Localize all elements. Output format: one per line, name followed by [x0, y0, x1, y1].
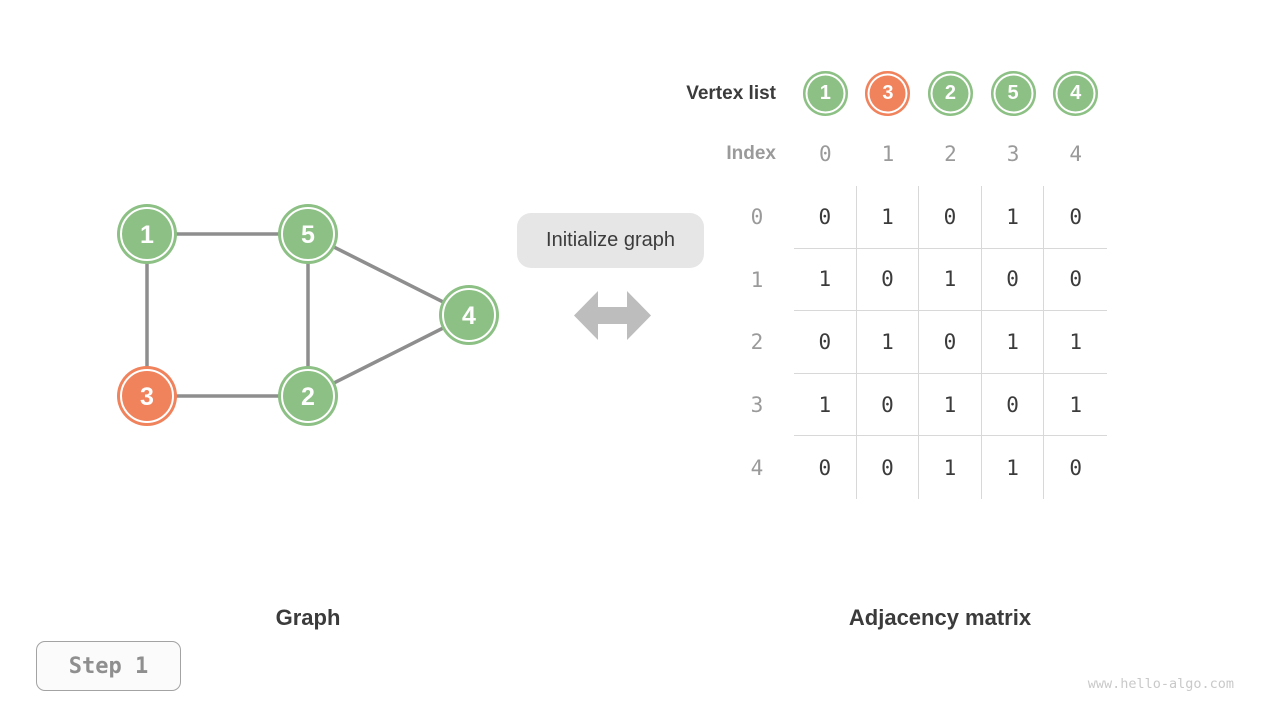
node-inner-ring [281, 369, 335, 423]
matrix-cell-0-0: 0 [794, 186, 857, 249]
graph-node-1: 1 [117, 204, 177, 264]
graph-node-5: 5 [278, 204, 338, 264]
graph-edge-2-4 [307, 313, 470, 398]
matrix-cell-4-0: 0 [794, 436, 857, 499]
matrix-cell-2-2: 0 [919, 311, 982, 374]
node-fill [278, 366, 338, 426]
node-label: 1 [140, 221, 154, 249]
vertex-circle-3: 3 [865, 70, 911, 116]
matrix-row-label: 4 [750, 455, 764, 480]
node-fill [117, 204, 177, 264]
matrix-row-label: 2 [750, 330, 764, 355]
index-value: 0 [818, 142, 832, 166]
index-row: 0 1 2 3 4 [794, 140, 1107, 168]
node-label: 5 [301, 221, 315, 249]
matrix-cell-4-1: 0 [857, 436, 920, 499]
step-badge: Step 1 [36, 641, 181, 691]
matrix-cell-2-4: 1 [1044, 311, 1107, 374]
matrix-cell-1-2: 1 [919, 248, 982, 312]
node-inner-ring [281, 207, 335, 261]
matrix-cell-3-3: 0 [981, 373, 1045, 437]
index-value: 1 [881, 142, 895, 166]
graph-caption: Graph [275, 605, 341, 630]
matrix-row-label: 3 [750, 393, 764, 418]
vertex-list-slot: 5 [982, 70, 1045, 116]
vertex-circle-4: 4 [1053, 70, 1099, 116]
matrix-row-label: 1 [750, 267, 764, 292]
node-label: 2 [301, 383, 315, 411]
graph-node-3: 3 [117, 366, 177, 426]
node-fill [278, 204, 338, 264]
vertex-list-slot: 4 [1044, 70, 1107, 116]
matrix-row-label: 0 [750, 205, 764, 230]
double-arrow-icon [574, 291, 651, 340]
double-arrow-shape [574, 291, 651, 340]
node-inner-ring [120, 369, 174, 423]
vertex-list-slot: 1 [794, 70, 857, 116]
matrix-cell-1-0: 1 [794, 248, 857, 312]
index-value: 2 [944, 142, 957, 166]
vertex-circle-1: 1 [802, 70, 848, 116]
matrix-cell-2-3: 1 [981, 311, 1045, 374]
matrix-cell-0-1: 1 [856, 186, 920, 249]
matrix-cell-4-4: 0 [1069, 455, 1083, 480]
vertex-circle-2: 2 [927, 70, 973, 116]
matrix-cell-2-1: 1 [856, 311, 920, 374]
node-fill [117, 366, 177, 426]
matrix-cell-3-0: 1 [794, 373, 857, 437]
vertex-list-slot: 2 [919, 70, 982, 116]
matrix-cell-3-4: 1 [1044, 374, 1107, 437]
matrix-cell-3-2: 1 [919, 373, 982, 437]
matrix-cell-3-1: 0 [856, 373, 920, 437]
matrix-cell-4-3: 1 [982, 436, 1045, 499]
matrix-cell-1-1: 0 [856, 248, 920, 312]
matrix-caption: Adjacency matrix [848, 605, 1032, 630]
graph-edge-5-4 [307, 232, 470, 317]
matrix-cell-0-2: 0 [919, 186, 982, 249]
watermark: www.hello-algo.com [1087, 676, 1234, 692]
node-inner-ring [442, 288, 496, 342]
node-label: 4 [462, 302, 476, 330]
node-fill [439, 285, 499, 345]
node-label: 3 [140, 383, 154, 411]
matrix-cell-4-2: 1 [919, 436, 982, 499]
graph-node-4: 4 [439, 285, 499, 345]
vertex-list-label: Vertex list [686, 83, 776, 104]
index-value: 3 [1006, 142, 1020, 166]
matrix-cell-2-0: 0 [794, 311, 857, 374]
node-inner-ring [120, 207, 174, 261]
index-value: 4 [1069, 142, 1082, 166]
matrix-cell-1-4: 0 [1044, 249, 1107, 312]
matrix-cell-1-3: 0 [981, 248, 1045, 312]
initialize-graph-label: Initialize graph [517, 213, 704, 268]
index-label: Index [726, 143, 776, 164]
matrix-row-labels: 0 1 2 3 4 [734, 186, 780, 499]
matrix-cell-0-4: 0 [1044, 186, 1107, 249]
vertex-list-slot: 3 [857, 70, 920, 116]
graph-node-2: 2 [278, 366, 338, 426]
vertex-circle-5: 5 [990, 70, 1036, 116]
matrix-cell-0-3: 1 [981, 186, 1045, 249]
